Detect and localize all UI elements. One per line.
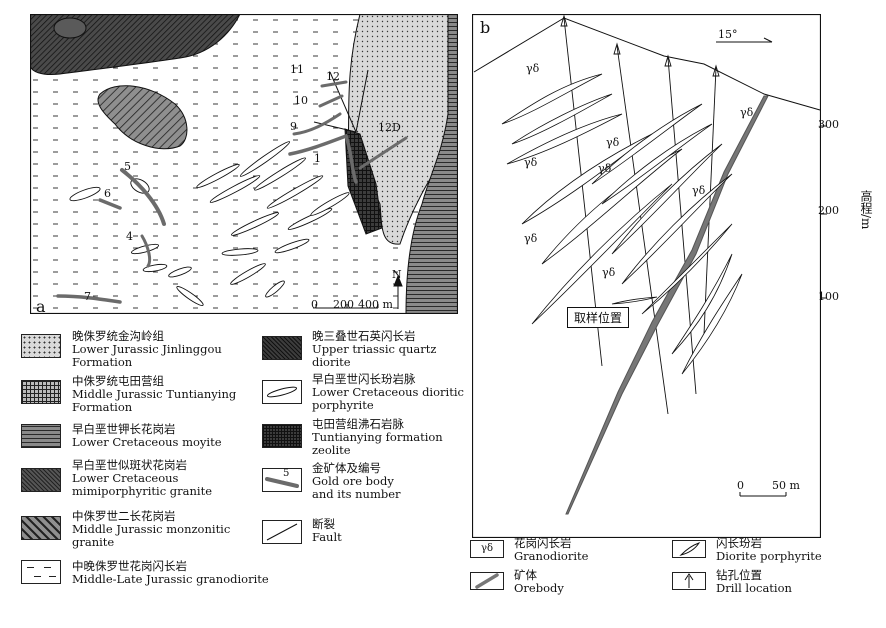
legend-b-drill-swatch bbox=[672, 572, 706, 590]
porphyrite-veins bbox=[501, 73, 743, 375]
map-scale-bar bbox=[315, 274, 403, 309]
ore-number-12d: 12D bbox=[378, 121, 401, 134]
legend-b-orebody-swatch bbox=[470, 572, 504, 590]
gold-ore-bodies bbox=[56, 80, 408, 304]
panel-b-label: b bbox=[480, 18, 491, 37]
sampling-location-label: 取样位置 bbox=[567, 307, 630, 328]
legend-swatch-hlines bbox=[21, 424, 61, 448]
rock-label: γδ bbox=[606, 136, 620, 149]
legend-swatch-diag bbox=[21, 516, 61, 540]
rock-label: γδ bbox=[526, 62, 540, 75]
elev-tick-200: 200 bbox=[818, 204, 839, 217]
scale-tick-200: 200 bbox=[333, 298, 354, 311]
rock-label: γδ bbox=[524, 156, 538, 169]
legend-swatch-darkdiag bbox=[262, 336, 302, 360]
moyite-area bbox=[405, 14, 458, 314]
section-scale-bar bbox=[739, 492, 787, 497]
legend-swatch-dyke bbox=[262, 380, 302, 404]
elev-tick-100: 100 bbox=[818, 290, 839, 303]
cross-section bbox=[472, 14, 821, 538]
legend-swatch-dashes bbox=[21, 560, 61, 584]
ore-number-9: 9 bbox=[290, 120, 297, 133]
ore-number-10: 10 bbox=[294, 94, 308, 107]
ore-number-1: 1 bbox=[314, 152, 321, 165]
tuntianying-formation-area bbox=[344, 128, 383, 235]
ore-number-11: 11 bbox=[290, 63, 304, 76]
elev-tick-300: 300 bbox=[818, 118, 839, 131]
legend-b-granodiorite-swatch: γδ bbox=[470, 540, 504, 558]
rock-label: γδ bbox=[692, 184, 706, 197]
ore-number-7: 7 bbox=[84, 290, 91, 303]
scale-tick-0: 0 bbox=[311, 298, 318, 311]
main-orebody bbox=[565, 95, 769, 515]
legend-swatch-fault bbox=[262, 520, 302, 544]
section-scale-0: 0 bbox=[737, 479, 744, 492]
legend-swatch-dots bbox=[21, 334, 61, 358]
legend-swatch-dark bbox=[21, 468, 61, 492]
rock-label: γδ bbox=[740, 106, 754, 119]
porphyrite-dykes bbox=[69, 141, 350, 306]
elevation-axis bbox=[821, 125, 827, 299]
ore-number-5: 5 bbox=[124, 160, 131, 173]
rock-label: γδ bbox=[602, 266, 616, 279]
panel-a-label: a bbox=[36, 297, 46, 316]
legend-b-porphyrite-swatch bbox=[672, 540, 706, 558]
ore-number-6: 6 bbox=[104, 187, 111, 200]
north-arrow-label: N bbox=[392, 268, 402, 281]
elevation-label: 高程/m bbox=[859, 190, 873, 230]
monzonitic-granite-area bbox=[97, 85, 188, 150]
scale-tick-400: 400 m bbox=[358, 298, 393, 311]
geological-map bbox=[30, 14, 458, 314]
ore-number-4: 4 bbox=[126, 230, 133, 243]
rock-label: γδ bbox=[524, 232, 538, 245]
legend-swatch-darkgrid bbox=[262, 424, 302, 448]
legend-swatch-ore: 5 bbox=[262, 468, 302, 492]
ore-number-12: 12 bbox=[326, 70, 340, 83]
legend-swatch-grid bbox=[21, 380, 61, 404]
rock-label: γδ bbox=[598, 162, 612, 175]
dip-label: 15° bbox=[718, 28, 738, 41]
section-scale-50: 50 m bbox=[772, 479, 800, 492]
